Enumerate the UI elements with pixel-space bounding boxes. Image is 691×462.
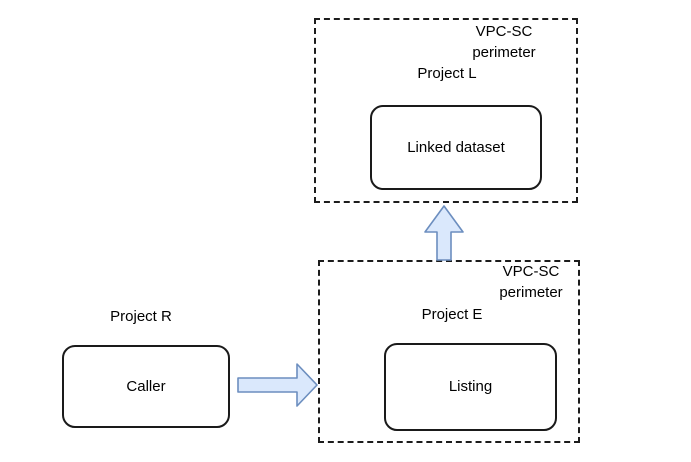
caller-to-listing-arrow-right-icon	[237, 363, 318, 407]
caller-node: Caller	[62, 345, 230, 428]
listing-to-linked-dataset-arrow-up-icon	[424, 205, 464, 261]
vpc-sc-perimeter-bottom	[318, 260, 580, 443]
perimeter-bottom-title-line2: perimeter	[499, 284, 563, 301]
listing-node: Listing	[384, 343, 557, 431]
project-e-label: Project E	[421, 306, 483, 323]
perimeter-bottom-title-line1: VPC-SC	[502, 263, 560, 280]
linked-dataset-node: Linked dataset	[370, 105, 542, 190]
project-l-label: Project L	[417, 65, 477, 82]
caller-node-label: Caller	[126, 377, 166, 395]
perimeter-bottom-title: VPC-SC perimeter	[456, 261, 606, 303]
linked-dataset-node-label: Linked dataset	[407, 138, 505, 156]
vpc-sc-perimeter-top	[314, 18, 578, 203]
listing-node-label: Listing	[448, 378, 493, 395]
perimeter-top-title: VPC-SC perimeter	[429, 21, 579, 63]
perimeter-top-title-line2: perimeter	[472, 44, 536, 61]
perimeter-top-title-line1: VPC-SC	[475, 23, 533, 40]
project-r-label: Project R	[110, 308, 172, 325]
